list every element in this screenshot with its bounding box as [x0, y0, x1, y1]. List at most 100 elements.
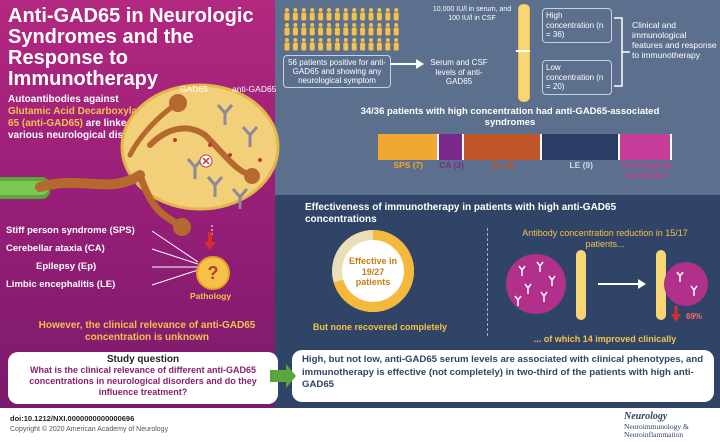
donut-arc: [332, 230, 414, 312]
reduction-arrow-icon: [671, 314, 681, 322]
patient-icon: [318, 38, 324, 51]
right-top-panel: [275, 0, 720, 195]
syndrome-arrows: [151, 230, 199, 286]
patient-icon: [326, 8, 332, 21]
conclusion-box: High, but not low, anti-GAD65 serum leve…: [292, 350, 714, 402]
bar-segment: [438, 134, 463, 160]
immunotherapy-heading: Effectiveness of immunotherapy in patien…: [305, 202, 617, 225]
patient-icon: [318, 8, 324, 21]
patient-icon: [360, 8, 366, 21]
neuron-illustration: [0, 83, 280, 236]
patient-icon: [376, 38, 382, 51]
bar-segment-label: SPS (7): [393, 160, 424, 170]
bar-segment: [378, 134, 437, 160]
patient-icon: [326, 23, 332, 36]
patient-icon: [360, 38, 366, 51]
pathology-label: Pathology: [190, 291, 232, 301]
patient-icon: [393, 38, 399, 51]
patients-box: 56 patients positive for anti-GAD65 and …: [283, 55, 391, 88]
tube-after: [656, 250, 666, 320]
high-concentration-box: High concentration (n = 36): [542, 8, 612, 43]
connector-arrow: [270, 364, 296, 388]
syndrome-list: Stiff person syndrome (SPS) Cerebellar a…: [6, 222, 186, 294]
syndrome-ep: Epilepsy (Ep): [36, 261, 97, 272]
dendrite: [35, 170, 145, 192]
flow-arrow-1: [390, 59, 424, 69]
intro-text: Autoantibodies against Glutamic Acid Dec…: [8, 94, 158, 142]
threshold-text: 10,000 IU/l in serum, and 100 IU/l in CS…: [432, 6, 512, 22]
bar-segment: [620, 134, 670, 160]
patient-icon: [393, 23, 399, 36]
bar-segment-label: Ep (9): [491, 160, 516, 170]
patient-icon: [318, 23, 324, 36]
study-question-text: What is the clinical relevance of differ…: [29, 365, 257, 397]
infographic-title: Anti-GAD65 in Neurologic Syndromes and t…: [8, 5, 254, 90]
low-concentration-box: Low concentration (n = 20): [542, 60, 612, 95]
patient-icon: [351, 38, 357, 51]
brace-icon: [614, 17, 630, 87]
patient-icon: [334, 23, 340, 36]
patient-icon: [351, 8, 357, 21]
footer: [0, 408, 720, 442]
tube-before: [576, 250, 586, 320]
patient-icon: [326, 38, 332, 51]
syndrome-le: Limbic encephalitis (LE): [6, 279, 116, 290]
patient-icon: [284, 38, 290, 51]
bar-segment-label: Overlapping symptoms: [621, 160, 671, 180]
patient-icon: [385, 23, 391, 36]
reduction-illustration: [506, 250, 708, 322]
patient-icon: [284, 8, 290, 21]
none-recovered-text: But none recovered completely: [312, 322, 448, 332]
bar-segment: [542, 134, 619, 160]
patient-icon: [292, 8, 298, 21]
patient-icon: [292, 23, 298, 36]
patient-icon: [343, 8, 349, 21]
reduction-percent: 69%: [686, 312, 703, 321]
divider: [487, 228, 488, 336]
improved-text: ... of which 14 improved clinically: [533, 334, 677, 344]
patient-icon: [343, 38, 349, 51]
intro-suffix: are linked to various neurological disor…: [8, 118, 155, 141]
syndrome-bar-labels: SPS (7) CA (3) Ep (9) LE (9) Overlapping sym…: [378, 160, 672, 184]
patient-icon: [343, 23, 349, 36]
serum-csf-text: Serum and CSF levels of anti-GAD65: [430, 58, 488, 86]
pathology-question-icon: ?: [196, 256, 230, 290]
patient-icon: [284, 23, 290, 36]
patient-icons: [284, 8, 399, 51]
label-anti-gad65: anti-GAD65: [232, 84, 277, 94]
journal-logo-line2: Neuroimmunology & Neuroinflammation: [624, 422, 689, 439]
conclusion-text: High, but not low, anti-GAD65 serum leve…: [302, 354, 704, 390]
tube-threshold-line: [516, 50, 530, 52]
concentration-tube: [518, 4, 530, 102]
patient-icon: [376, 23, 382, 36]
effective-text: Effective in 19/27 patients: [348, 256, 397, 287]
reduction-text: Antibody concentration reduction in 15/1…: [522, 228, 688, 249]
patient-icon: [301, 38, 307, 51]
down-arrow-icon: [204, 232, 216, 250]
patient-icon: [301, 8, 307, 21]
intro-prefix: Autoantibodies against: [8, 94, 119, 105]
effectiveness-donut: [332, 230, 414, 312]
patient-icon: [376, 8, 382, 21]
bar-segment-label: LE (9): [569, 160, 593, 170]
patient-icon: [301, 23, 307, 36]
study-question-heading: Study question: [106, 354, 180, 365]
bar-segment-label: CA (3): [439, 160, 464, 170]
copyright-text: Copyright © 2020 American Academy of Neu…: [10, 426, 169, 433]
journal-logo-line1: Neurology: [624, 411, 668, 422]
patient-icon: [385, 8, 391, 21]
study-question-box: Study question What is the clinical rele…: [8, 352, 278, 404]
syndromes-heading: 34/36 patients with high concentration h…: [360, 106, 660, 128]
patient-icon: [309, 23, 315, 36]
intro-highlight: Glutamic Acid Decarboxylase 65 (anti-GAD…: [8, 106, 149, 129]
right-arrow-icon: [638, 279, 646, 289]
label-gad65: GAD65: [180, 84, 208, 94]
patient-icon: [368, 8, 374, 21]
patient-icon: [368, 38, 374, 51]
patient-icon: [309, 8, 315, 21]
doi-text: doi:10.1212/NXI.0000000000000696: [10, 414, 135, 423]
clinical-relevance-text: However, the clinical relevance of anti-…: [38, 320, 256, 343]
outcome-text: Clinical and immunological features and …: [632, 20, 717, 60]
syndrome-bar: [378, 134, 672, 160]
patient-icon: [368, 23, 374, 36]
